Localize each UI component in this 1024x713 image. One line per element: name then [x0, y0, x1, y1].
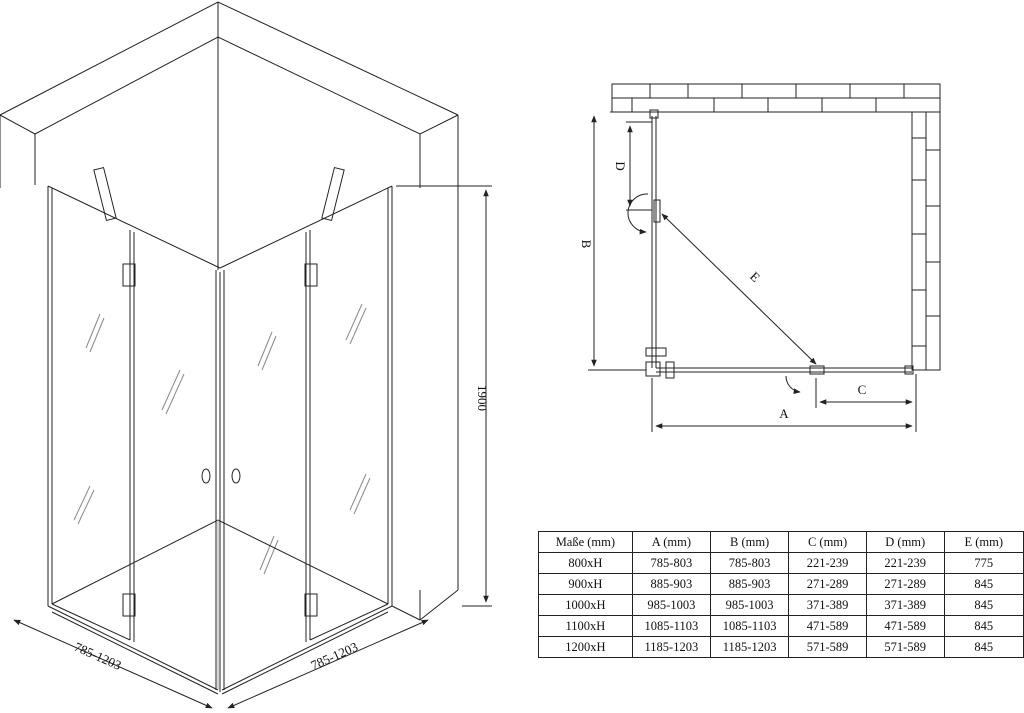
table-row: 900xH 885-903 885-903 271-289 271-289 84…	[538, 573, 1024, 595]
table-cell: 1000xH	[538, 594, 633, 616]
plan-label-d: D	[613, 161, 628, 170]
table-cell: 800xH	[538, 552, 633, 574]
table-cell: 985-1003	[631, 594, 711, 616]
table-cell: 571-589	[865, 636, 945, 658]
table-cell: 885-903	[631, 573, 711, 595]
table-cell: 900xH	[538, 573, 633, 595]
table-cell: 271-289	[865, 573, 945, 595]
table-cell: 785-803	[709, 552, 790, 574]
right-glass-door	[219, 185, 393, 695]
table-cell: 845	[943, 615, 1024, 637]
stabilizer-bars	[93, 166, 345, 222]
shower-tray	[51, 519, 389, 690]
table-cell: 985-1003	[709, 594, 790, 616]
plan-label-a: A	[779, 406, 789, 421]
table-cell: 885-903	[709, 573, 790, 595]
table-cell: 371-389	[788, 594, 867, 616]
column-header-a: A (mm)	[631, 531, 711, 553]
plan-label-b: B	[579, 240, 594, 249]
table-cell: 471-589	[865, 615, 945, 637]
left-glass-door	[47, 185, 221, 695]
height-dimension	[396, 185, 492, 607]
door-swing-arcs	[627, 193, 801, 394]
plan-label-e: E	[747, 269, 763, 285]
plan-label-c: C	[858, 382, 867, 397]
door-hinges	[122, 263, 318, 617]
table-row: 1000xH 985-1003 985-1003 371-389 371-389…	[538, 594, 1024, 616]
table-cell: 1185-1203	[631, 636, 711, 658]
width-dimensions	[13, 619, 429, 709]
table-cell: 845	[943, 636, 1024, 658]
table-cell: 1085-1103	[631, 615, 711, 637]
table-cell: 775	[943, 552, 1024, 574]
brick-wall-right	[911, 111, 941, 371]
plan-glass-panels	[649, 109, 914, 375]
plan-view	[588, 83, 941, 432]
table-cell: 1200xH	[538, 636, 633, 658]
column-header-size: Maße (mm)	[538, 531, 633, 553]
plan-dimensions	[588, 111, 917, 432]
table-row: 1200xH 1185-1203 1185-1203 571-589 571-5…	[538, 636, 1024, 658]
dimension-table: Maße (mm) A (mm) B (mm) C (mm) D (mm) E …	[538, 531, 1024, 658]
table-cell: 471-589	[788, 615, 867, 637]
table-cell: 271-289	[788, 573, 867, 595]
corner-walls	[0, 1, 459, 621]
table-cell: 845	[943, 594, 1024, 616]
table-cell: 1100xH	[538, 615, 633, 637]
column-header-c: C (mm)	[788, 531, 867, 553]
table-cell: 221-239	[865, 552, 945, 574]
column-header-d: D (mm)	[865, 531, 945, 553]
table-cell: 221-239	[788, 552, 867, 574]
column-header-b: B (mm)	[709, 531, 790, 553]
table-row: 1100xH 1085-1103 1085-1103 471-589 471-5…	[538, 615, 1024, 637]
table-cell: 785-803	[631, 552, 711, 574]
table-cell: 1185-1203	[709, 636, 790, 658]
table-cell: 571-589	[788, 636, 867, 658]
table-row: 800xH 785-803 785-803 221-239 221-239 77…	[538, 552, 1024, 574]
corner-post	[215, 270, 225, 692]
isometric-view	[0, 1, 492, 709]
table-header-row: Maße (mm) A (mm) B (mm) C (mm) D (mm) E …	[538, 531, 1024, 553]
table-cell: 1085-1103	[709, 615, 790, 637]
plan-corner-fittings	[645, 199, 825, 379]
column-header-e: E (mm)	[943, 531, 1024, 553]
door-knobs	[201, 468, 241, 484]
brick-wall-top	[611, 83, 941, 113]
height-label: 1900	[475, 385, 490, 411]
table-cell: 845	[943, 573, 1024, 595]
table-cell: 371-389	[865, 594, 945, 616]
